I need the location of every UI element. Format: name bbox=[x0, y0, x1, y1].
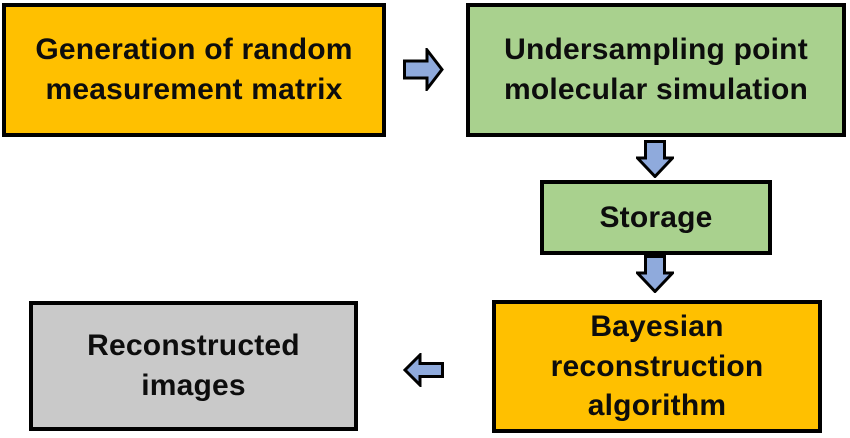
arrow-down-icon bbox=[636, 255, 674, 293]
flow-node-label: Bayesian reconstruction algorithm bbox=[550, 309, 764, 423]
flow-node-bayesian: Bayesian reconstruction algorithm bbox=[492, 300, 822, 433]
flow-node-generation: Generation of random measurement matrix bbox=[2, 3, 386, 137]
flow-node-reconstructed: Reconstructed images bbox=[29, 301, 358, 431]
arrow-down-icon bbox=[636, 140, 674, 178]
arrow-right-icon bbox=[403, 48, 444, 91]
flow-node-label: Generation of random measurement matrix bbox=[35, 33, 353, 106]
flow-node-storage: Storage bbox=[540, 180, 772, 255]
flow-node-undersampling: Undersampling point molecular simulation bbox=[466, 3, 846, 137]
arrow-left-icon bbox=[403, 353, 444, 387]
flow-node-label: Undersampling point molecular simulation bbox=[503, 33, 809, 106]
flow-node-label: Reconstructed images bbox=[87, 329, 300, 402]
flow-node-label: Storage bbox=[599, 200, 713, 234]
